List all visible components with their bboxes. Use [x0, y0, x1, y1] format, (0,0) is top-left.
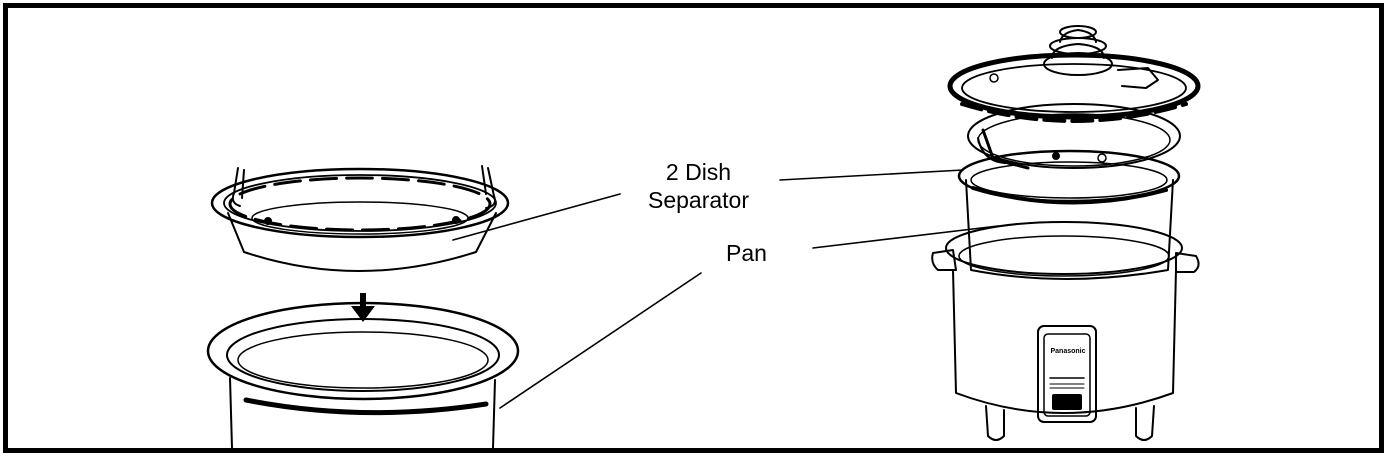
cooker-logo: Panasonic [1050, 348, 1086, 355]
pan-leader-left [499, 272, 702, 409]
down-arrow-icon [351, 293, 375, 322]
diagram-frame: 2 Dish Separator Pan Panasonic [3, 3, 1384, 453]
separator-leader-right [779, 169, 964, 181]
separator-leader-left [452, 193, 621, 241]
dish-separator-label-line1: 2 Dish [665, 159, 732, 185]
dish-separator-label-line2: Separator [648, 187, 750, 213]
dish-separator-illustration [210, 165, 510, 272]
pan-illustration [206, 301, 520, 448]
pan-leader-right [812, 225, 999, 249]
rice-cooker-illustration [931, 25, 1201, 441]
diagram-artwork [206, 25, 1201, 448]
leader-lines [452, 169, 999, 409]
pan-label: Pan [726, 240, 767, 266]
dish-separator-label: 2 Dish Separator [648, 158, 749, 214]
